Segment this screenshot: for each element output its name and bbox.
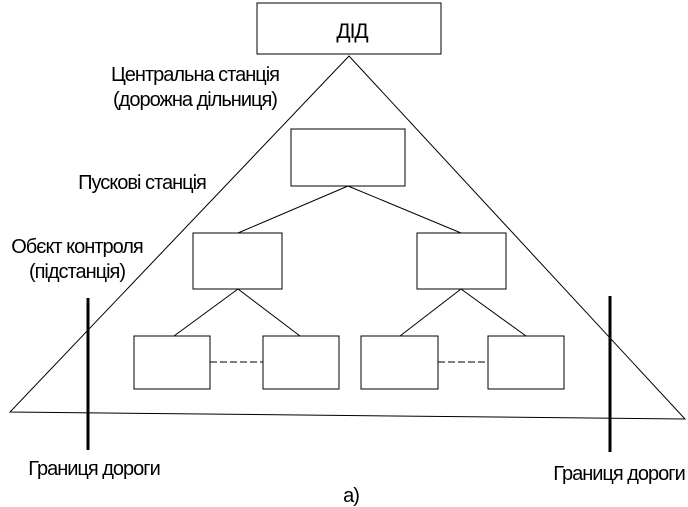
top-box (256, 2, 442, 55)
connector-line (347, 185, 462, 234)
substation-box-left (192, 232, 283, 290)
connector-line (460, 288, 527, 337)
hierarchy-triangle (8, 55, 687, 420)
object-box-2 (262, 335, 340, 390)
launch-stations-label: Пускові станція (78, 172, 206, 194)
control-object-sublabel: (підстанція) (29, 261, 125, 283)
road-boundary-label-left: Границя дороги (28, 458, 160, 480)
control-object-label: Обєкт контроля (11, 236, 143, 258)
connector-line (399, 288, 462, 337)
object-box-3 (360, 335, 439, 390)
launch-station-box (290, 128, 406, 187)
central-station-label: Центральна станція (111, 64, 279, 86)
road-boundary-label-right: Границя дороги (553, 463, 685, 485)
object-box-1 (133, 335, 211, 390)
substation-box-right (416, 232, 507, 290)
central-station-sublabel: (дорожна дільниця) (113, 89, 277, 111)
connector-line (173, 288, 239, 337)
connector-line (237, 288, 301, 337)
connector-line (237, 185, 349, 234)
figure-caption: а) (343, 485, 359, 507)
top-box-label: ДІД (336, 20, 368, 43)
object-box-4 (487, 335, 565, 390)
